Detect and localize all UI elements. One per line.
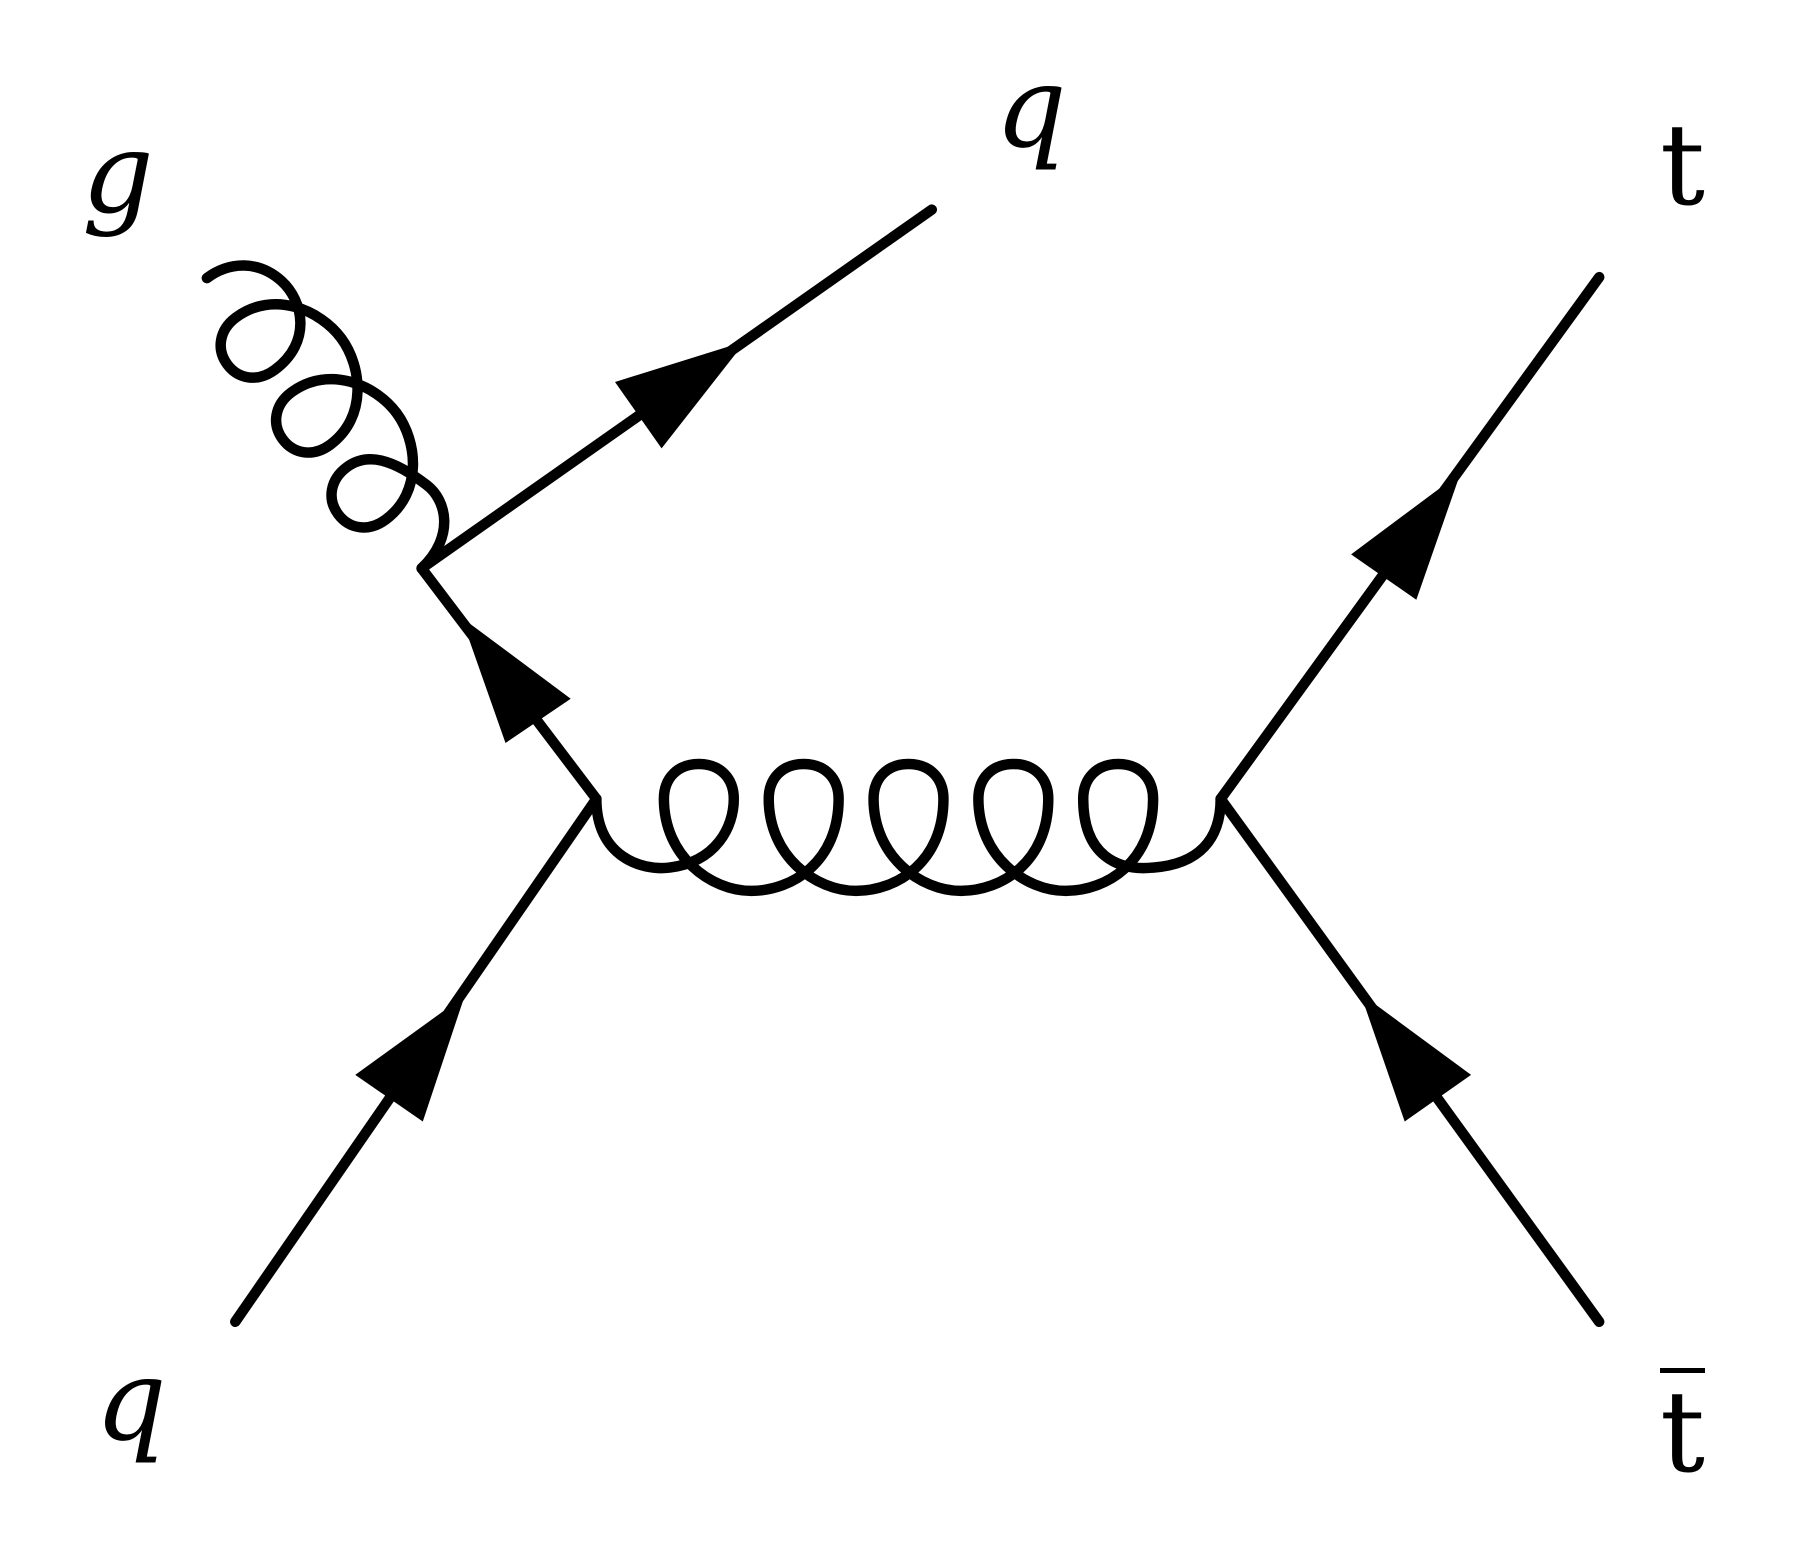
arrow-internal-quark (461, 617, 571, 743)
emitted-gluon (201, 260, 450, 574)
arrow-outgoing-quark (614, 341, 746, 449)
label-antitop: t (1660, 1368, 1706, 1498)
internal-gluon-propagator (591, 758, 1226, 897)
arrow-top-quark (1351, 472, 1461, 600)
label-gluon-in: g (82, 109, 154, 239)
label-quark-in: q (95, 1336, 167, 1466)
arrow-incoming-quark (355, 995, 465, 1122)
label-quark-out: q (995, 43, 1067, 173)
label-top: t (1660, 101, 1706, 231)
arrow-antitop-quark (1360, 993, 1472, 1122)
